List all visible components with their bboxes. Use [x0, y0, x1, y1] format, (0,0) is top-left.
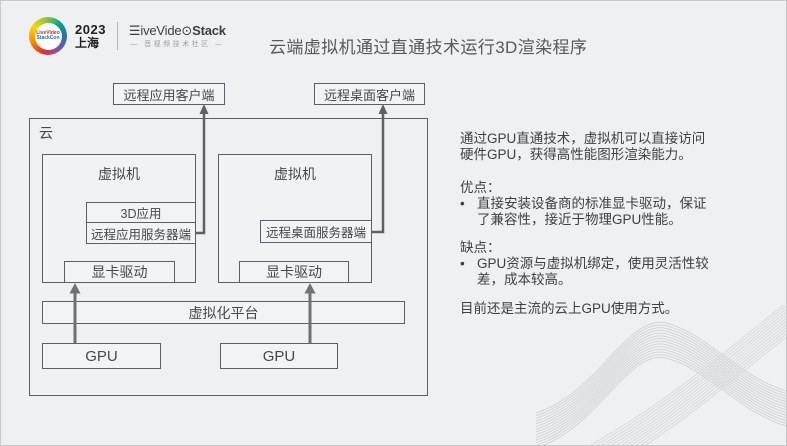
pros-bullet-item: • 直接安装设备商的标准显卡驱动，保证 了兼容性，接近于物理GPU性能。 — [460, 196, 740, 228]
logo-year: 2023 — [75, 21, 106, 37]
intro-paragraph: 通过GPU直通技术，虚拟机可以直接访问 硬件GPU，获得高性能图形渲染能力。 — [460, 131, 740, 163]
wave-decoration — [536, 305, 786, 445]
vm1-title: 虚拟机 — [98, 166, 140, 182]
box-remote-app-server: 远程应用服务器端 — [86, 222, 196, 244]
conclusion-text: 目前还是主流的云上GPU使用方式。 — [460, 301, 679, 316]
cons-line-1: GPU资源与虚拟机绑定，使用灵活性较 — [477, 256, 709, 271]
box-gpu-driver-2: 显卡驱动 — [239, 261, 349, 283]
box-remote-desktop-server: 远程桌面服务器端 — [260, 220, 372, 243]
conference-logo: LiveVideo StackCon 2023 上海 ☰iveVide⊙Stac… — [29, 17, 226, 55]
logo-city: 上海 — [75, 35, 100, 50]
vm2-title: 虚拟机 — [274, 166, 316, 182]
brand-stack: Stack — [192, 22, 226, 38]
arrowhead-desktop-client-icon — [378, 104, 388, 114]
brand-l-icon: ☰ — [128, 22, 141, 38]
notes-panel: 通过GPU直通技术，虚拟机可以直接访问 硬件GPU，获得高性能图形渲染能力。 优… — [460, 131, 740, 317]
intro-line-2: 硬件GPU，获得高性能图形渲染能力。 — [460, 147, 692, 162]
cons-line-2: 差，成本较高。 — [477, 272, 572, 287]
logo-badge-line2: StackCon — [36, 35, 60, 41]
box-remote-app-client: 远程应用客户端 — [113, 83, 225, 105]
brand-tagline: — 音视频技术社区 — — [130, 40, 225, 48]
bullet-icon: • — [460, 196, 465, 211]
brand-mid: iveVide — [140, 22, 182, 38]
box-gpu-1: GPU — [42, 343, 161, 369]
box-gpu-driver-1: 显卡驱动 — [64, 261, 175, 283]
page-title: 云端虚拟机通过直通技术运行3D渲染程序 — [269, 38, 588, 57]
logo-badge: LiveVideo StackCon — [34, 22, 62, 50]
arrowhead-app-client-icon — [199, 104, 209, 114]
box-3d-app: 3D应用 — [86, 202, 196, 223]
pros-line-2: 了兼容性，接近于物理GPU性能。 — [477, 212, 682, 227]
box-virtualization-platform: 虚拟化平台 — [42, 301, 405, 324]
cons-bullet-item: • GPU资源与虚拟机绑定，使用灵活性较 差，成本较高。 — [460, 256, 740, 288]
logo-divider — [116, 22, 118, 50]
bullet-icon: • — [460, 256, 465, 271]
brand-o-icon: ⊙ — [181, 22, 193, 38]
livevideostackcon-ring-icon: LiveVideo StackCon — [29, 17, 67, 55]
logo-badge-line1: LiveVideo — [36, 30, 60, 36]
cloud-label: 云 — [39, 125, 53, 141]
logo-year-city: 2023 上海 — [75, 23, 106, 49]
brand-block: ☰iveVide⊙Stack — 音视频技术社区 — — [128, 22, 226, 49]
pros-heading: 优点： — [460, 180, 501, 195]
cons-bullet-text: GPU资源与虚拟机绑定，使用灵活性较 差，成本较高。 — [477, 256, 709, 288]
cons-heading: 缺点： — [460, 240, 501, 255]
box-gpu-2: GPU — [220, 343, 338, 369]
cloud-container: 云 — [29, 118, 428, 396]
intro-line-1: 通过GPU直通技术，虚拟机可以直接访问 — [460, 131, 706, 146]
brand-logotype: ☰iveVide⊙Stack — [128, 22, 226, 38]
pros-bullet-text: 直接安装设备商的标准显卡驱动，保证 了兼容性，接近于物理GPU性能。 — [477, 196, 707, 228]
pros-line-1: 直接安装设备商的标准显卡驱动，保证 — [477, 196, 707, 211]
box-remote-desktop-client: 远程桌面客户端 — [314, 83, 425, 105]
